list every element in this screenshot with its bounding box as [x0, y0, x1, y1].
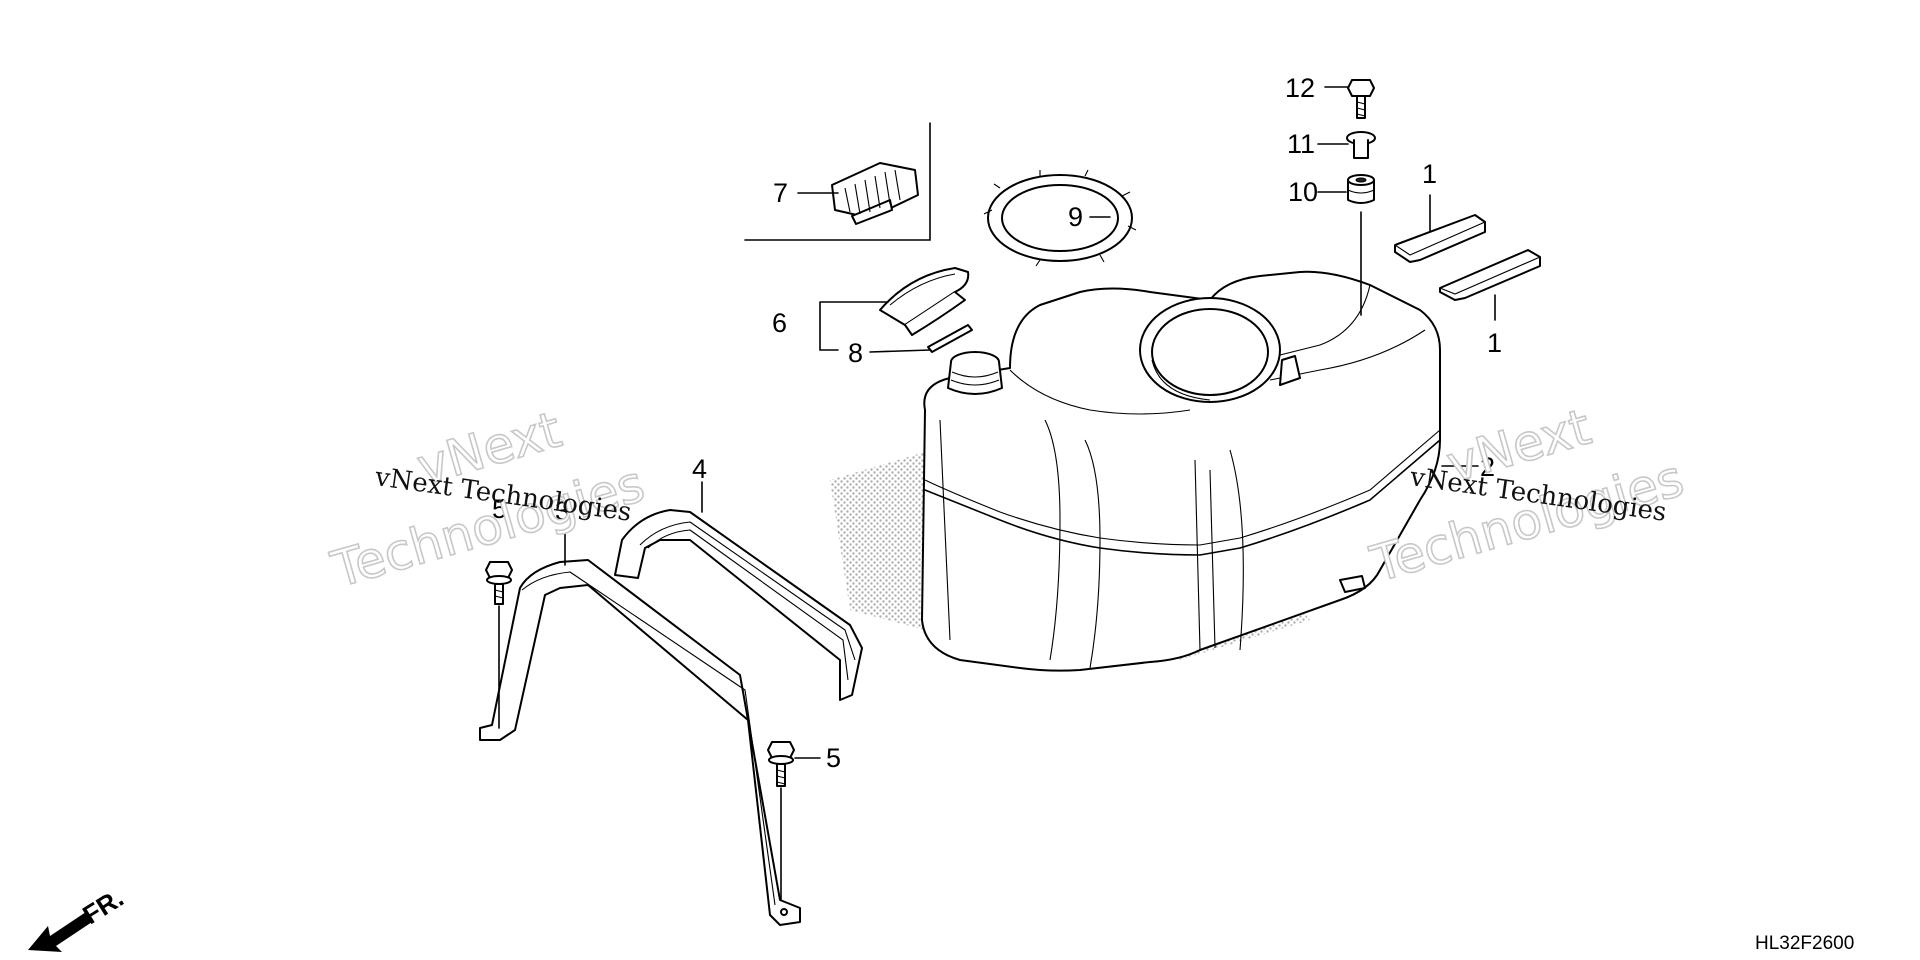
pump-opening — [1139, 297, 1281, 403]
callout-3: 3 — [555, 496, 570, 526]
callout-labels: 12 11 10 9 7 6 8 1 1 2 4 5 3 5 — [492, 73, 1502, 773]
retaining-ring — [983, 169, 1137, 267]
leader-lines — [498, 86, 1496, 901]
pad-lower — [1439, 249, 1541, 301]
bolt-5-right — [767, 741, 795, 787]
front-direction-marker: FR. — [28, 882, 129, 952]
callout-11: 11 — [1287, 129, 1315, 159]
callout-7: 7 — [773, 178, 788, 208]
cap-tether — [927, 324, 973, 353]
bolt-5-left — [485, 561, 513, 605]
grommet-10 — [1347, 174, 1375, 204]
filler-neck — [947, 351, 1003, 395]
callout-8: 8 — [848, 338, 863, 368]
callout-9: 9 — [1068, 202, 1083, 232]
diagram-code: HL32F2600 — [1755, 933, 1854, 954]
bolt-12 — [1347, 79, 1375, 119]
callout-2: 2 — [1480, 452, 1495, 482]
callout-4: 4 — [692, 454, 707, 484]
callout-12: 12 — [1285, 73, 1315, 103]
callout-1-lower: 1 — [1487, 328, 1502, 358]
breather-filter — [744, 122, 931, 241]
fuel-cap — [879, 267, 970, 336]
collar-11 — [1346, 131, 1376, 159]
fuel-tank — [921, 270, 1441, 672]
callout-10: 10 — [1288, 177, 1318, 207]
callout-1-upper: 1 — [1422, 159, 1437, 189]
strap-3 — [479, 559, 801, 926]
callout-5-left: 5 — [492, 494, 507, 524]
callout-5-right: 5 — [826, 743, 841, 773]
strap-4 — [614, 509, 863, 701]
pad-upper — [1394, 214, 1486, 263]
callout-6: 6 — [772, 308, 787, 338]
